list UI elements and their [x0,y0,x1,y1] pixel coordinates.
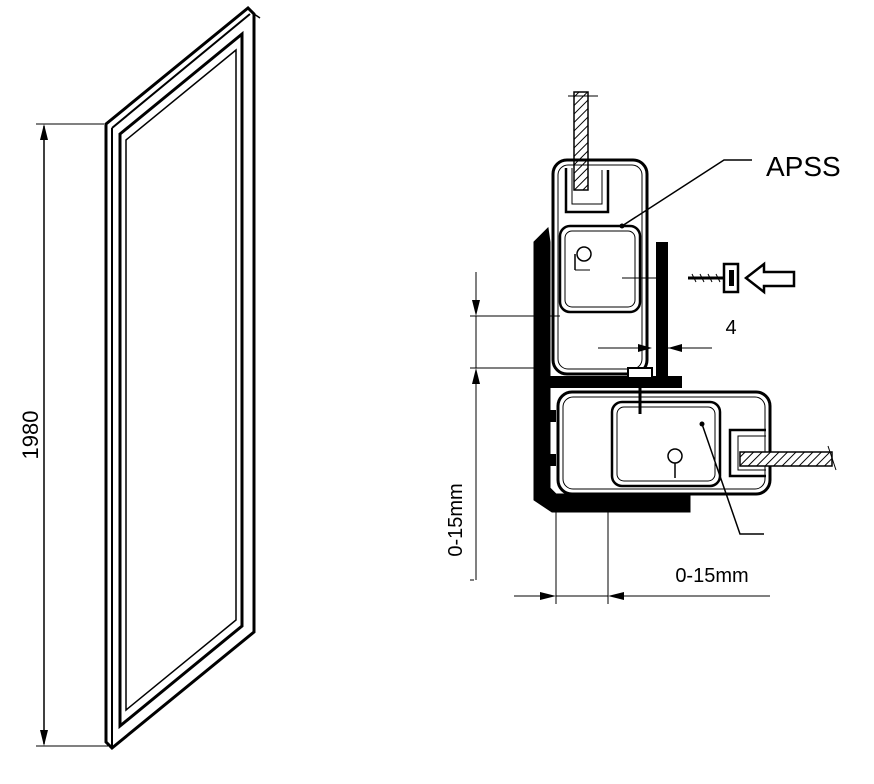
right-glass [739,445,837,471]
arrow-left-outline-icon [743,261,796,295]
product-code-label: APSS [766,151,841,182]
vertical-adjust-label: 0-15mm [445,483,467,556]
vertical-adjust-dimension [470,272,560,581]
wall-profile [533,226,691,513]
panel-top-edge [111,13,251,129]
apss-profile [551,158,660,376]
screw-icon [627,262,740,414]
gap-dimension [598,344,712,352]
panel-glass [125,48,237,712]
leader-lines [621,159,764,535]
height-label: 1980 [18,411,43,460]
horizontal-adjust-label: 0-15mm [675,565,748,587]
panel-outer-frame [104,5,256,751]
panel-drawing [104,5,261,751]
lower-profile [556,390,772,496]
gap-label: 4 [725,317,736,339]
height-dimension [36,123,108,747]
horizontal-adjust-dimension [514,494,770,604]
panel-inner-frame [118,30,244,730]
